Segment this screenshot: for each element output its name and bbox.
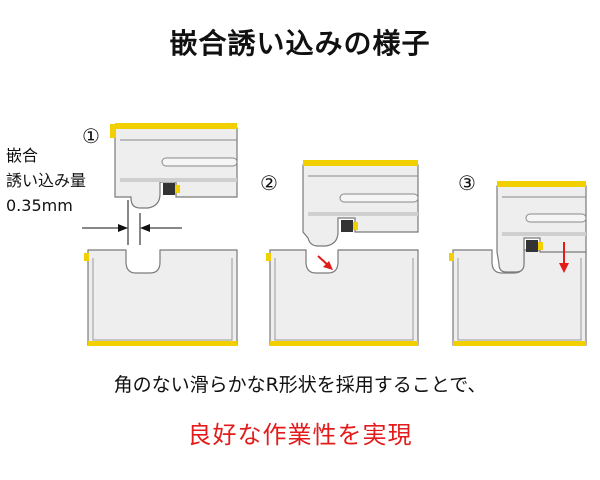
callout-value: 0.35mm xyxy=(6,196,73,215)
callout-line-1: 嵌合 xyxy=(6,146,39,165)
step-1-label: ① xyxy=(82,124,100,148)
insertion-callout: 嵌合 誘い込み量 0.35mm xyxy=(6,143,86,218)
highlight-text: 良好な作業性を実現 xyxy=(187,421,413,449)
step-1-illustration xyxy=(82,123,238,346)
plug-body xyxy=(302,164,419,247)
page-title: 嵌合誘い込みの様子 xyxy=(169,27,431,60)
step-3-label: ③ xyxy=(458,171,476,195)
step-2-illustration xyxy=(266,160,419,346)
caption-text: 角のない滑らかなR形状を採用することで、 xyxy=(113,374,487,396)
step-3-illustration xyxy=(449,181,587,346)
receptacle-body xyxy=(87,249,238,346)
receptacle-body xyxy=(269,249,419,346)
callout-line-2: 誘い込み量 xyxy=(6,171,87,190)
step-2-label: ② xyxy=(260,171,278,195)
